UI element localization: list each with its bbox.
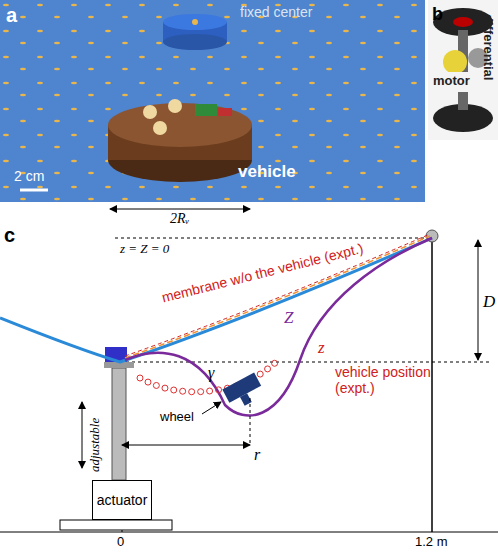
part-label: wheel <box>160 410 194 425</box>
part-label: fixed center <box>240 4 312 20</box>
box-label: actuator <box>97 492 148 508</box>
dimension-label: r <box>254 446 260 464</box>
angle-label: γ <box>208 364 214 382</box>
curve-label: membrane w/o the vehicle (expt.) <box>160 240 365 306</box>
part-label: motor <box>433 74 470 89</box>
position-marker <box>137 375 143 381</box>
position-marker <box>162 385 168 391</box>
scale-label: 2 cm <box>14 168 44 184</box>
reference-label: z = Z = 0 <box>120 242 169 257</box>
panel-letter: a <box>6 4 17 27</box>
position-marker <box>145 379 151 385</box>
actuator-box: actuator <box>92 480 153 520</box>
curve-label: z <box>318 338 325 358</box>
part-label: differential <box>480 14 495 80</box>
position-marker <box>153 382 159 388</box>
position-marker <box>216 387 222 393</box>
position-marker <box>207 388 213 394</box>
dimension-label: adjustable <box>88 418 103 472</box>
panel-letter: c <box>4 224 15 247</box>
position-marker <box>171 387 177 393</box>
dimension-label: D <box>483 292 495 312</box>
curve-label: vehicle position (expt.) <box>335 364 463 396</box>
position-marker <box>272 360 278 366</box>
curve-label: Z <box>284 308 293 328</box>
position-marker <box>189 389 195 395</box>
panel-letter: b <box>432 4 443 25</box>
axis-tick: 0 <box>117 535 124 550</box>
axis-tick: 1.2 m <box>415 535 448 550</box>
position-marker <box>265 366 271 372</box>
part-label: vehicle <box>238 162 296 182</box>
dimension-label: 2Rᵥ <box>170 211 189 227</box>
position-marker <box>198 389 204 395</box>
position-marker <box>257 371 263 377</box>
position-marker <box>180 388 186 394</box>
